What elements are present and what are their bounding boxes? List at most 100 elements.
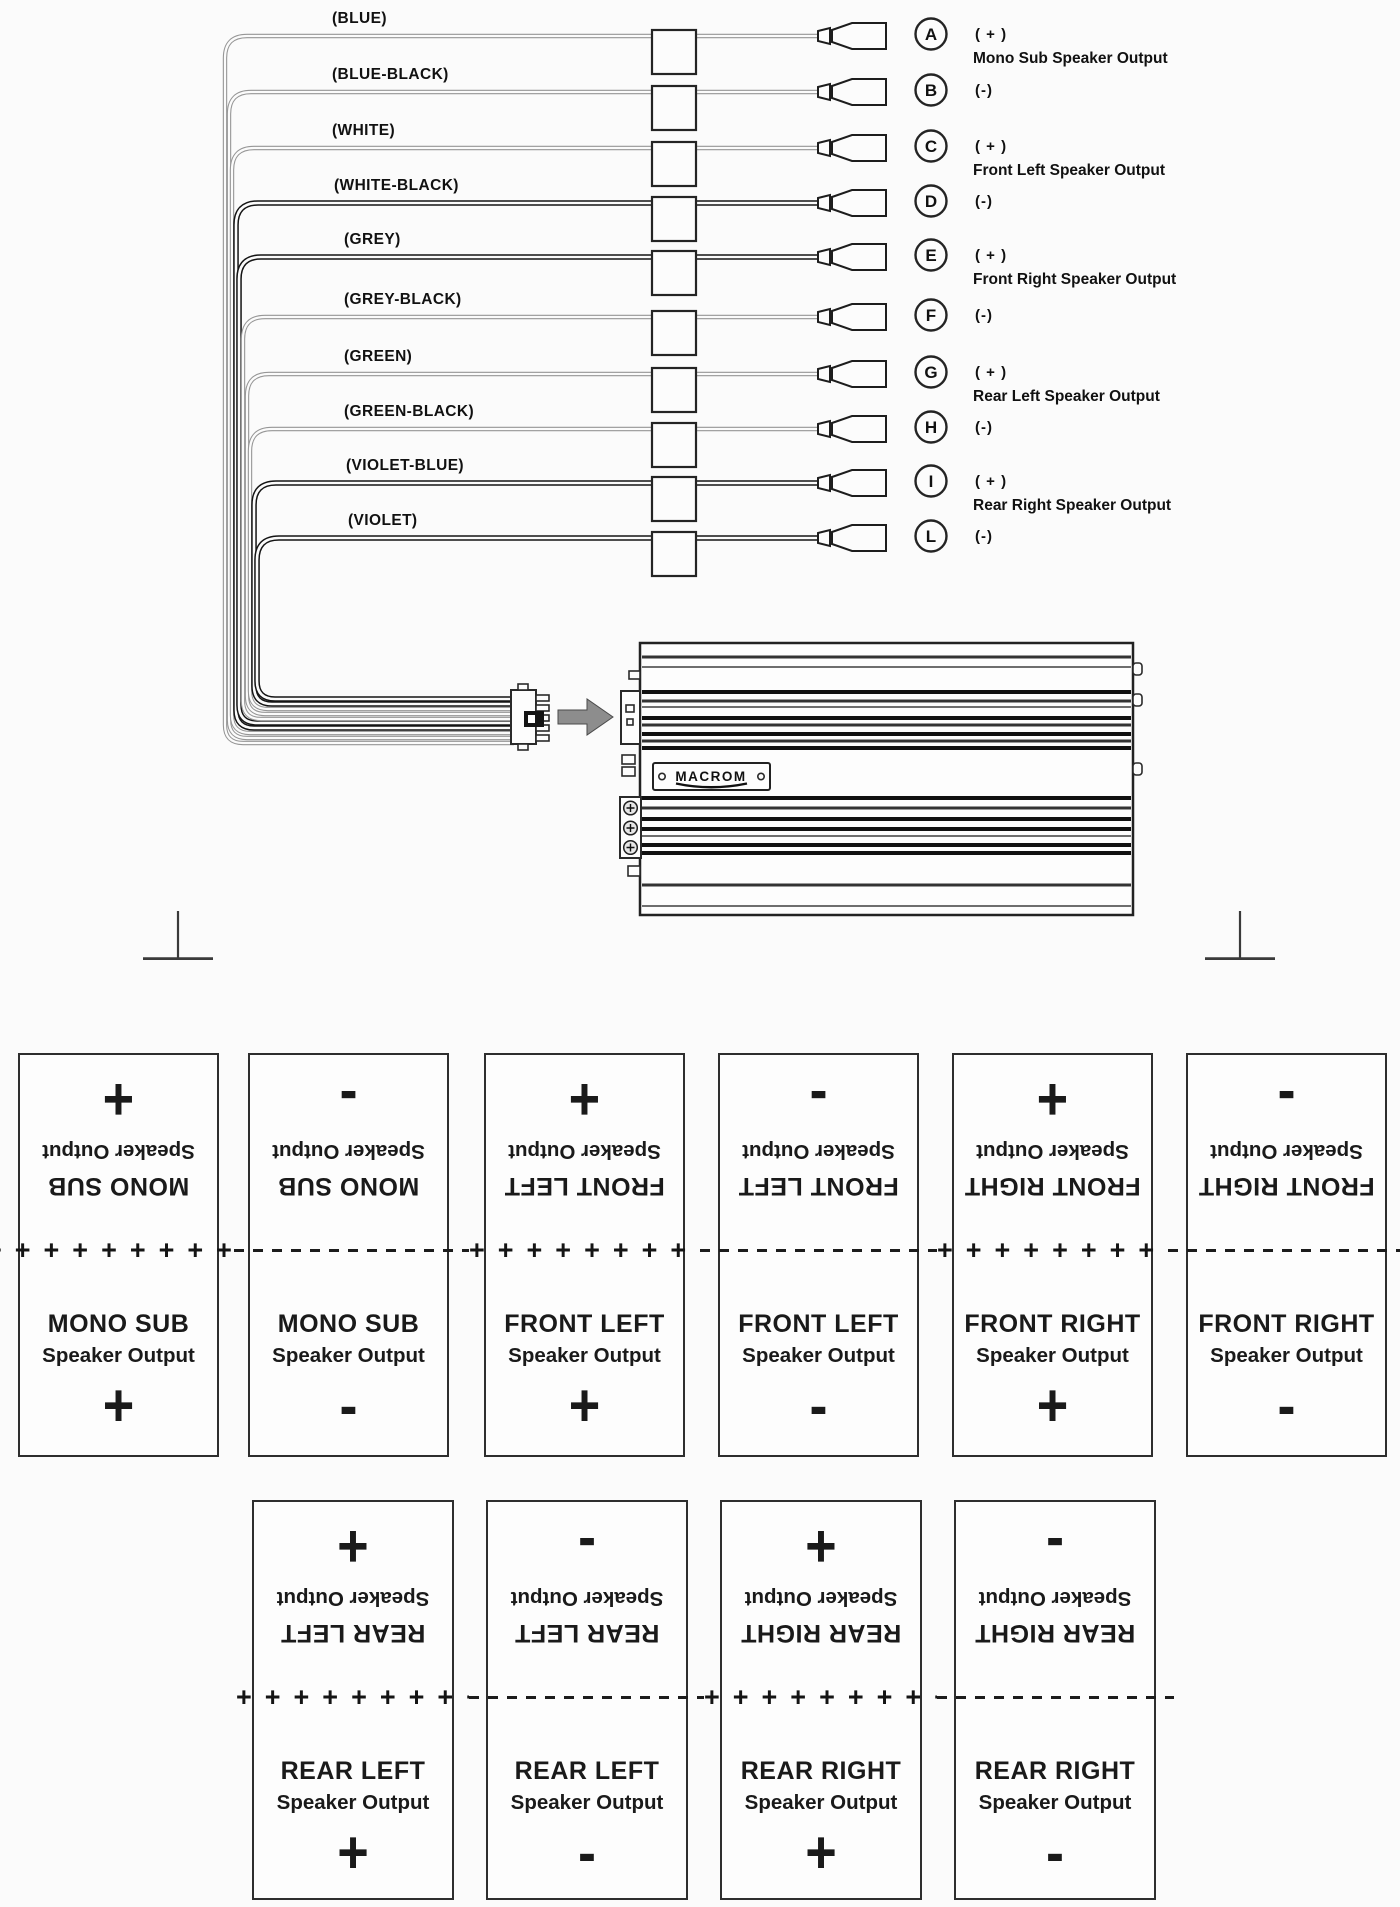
channel-name: REAR RIGHT <box>974 1757 1136 1785</box>
channel-subtitle: Speaker Output <box>976 1344 1129 1367</box>
ferrite-beads <box>650 28 698 578</box>
channel-subtitle: Speaker Output <box>42 1140 195 1163</box>
channel-subtitle: Speaker Output <box>742 1344 895 1367</box>
fold-line-dash <box>937 1696 1174 1699</box>
polarity-symbol: + <box>568 1372 601 1440</box>
label-half-upright: REAR LEFT Speaker Output + <box>254 1699 452 1898</box>
fold-line-plus: ++++++++++++ <box>937 1235 1168 1265</box>
channel-subtitle: Speaker Output <box>508 1140 661 1163</box>
polarity-symbol: - <box>809 1372 828 1440</box>
channel-name: FRONT LEFT <box>504 1172 665 1200</box>
channel-name: REAR RIGHT <box>974 1619 1136 1647</box>
label-half-upright: REAR LEFT Speaker Output - <box>488 1699 686 1898</box>
wire-label: (GREEN-BLACK) <box>344 403 474 420</box>
fold-line-plus: ++++++++++++ <box>236 1682 469 1712</box>
wiring-diagram-svg: A B C D E F G H I L (BLUE) (BLUE-BLACK) … <box>143 10 1275 960</box>
channel-name: REAR RIGHT <box>740 1619 902 1647</box>
output-label: Rear Right Speaker Output <box>973 497 1171 514</box>
label-half-flipped: FRONT RIGHT Speaker Output - <box>1188 1055 1385 1252</box>
polarity-symbol: + <box>337 1819 369 1887</box>
channel-name: REAR LEFT <box>514 1619 660 1647</box>
speaker-label-card: REAR LEFT Speaker Output - REAR LEFT Spe… <box>486 1500 688 1900</box>
channel-name: MONO SUB <box>277 1172 420 1200</box>
channel-name: MONO SUB <box>277 1310 420 1338</box>
speaker-label-card: REAR LEFT Speaker Output + REAR LEFT Spe… <box>252 1500 454 1900</box>
fold-line-plus: ++++++++++++ <box>0 1235 234 1265</box>
channel-name: FRONT RIGHT <box>964 1310 1141 1338</box>
output-label: Front Left Speaker Output <box>973 162 1165 179</box>
channel-subtitle: Speaker Output <box>744 1791 898 1814</box>
polarity-symbol: + <box>805 1819 837 1887</box>
terminal-letter: E <box>925 246 936 265</box>
wire-row-blue <box>222 33 820 746</box>
speaker-label-card: FRONT RIGHT Speaker Output + FRONT RIGHT… <box>952 1053 1153 1457</box>
wire-label: (GREEN) <box>344 348 412 365</box>
wire-row-blue-black <box>226 89 820 741</box>
amp-side-terminals <box>619 662 1143 877</box>
polarity-symbol: - <box>809 1065 828 1133</box>
polarity-label: (-) <box>975 419 993 436</box>
amp-brand-label: MACROM <box>675 769 746 784</box>
terminal-letter: G <box>924 363 937 382</box>
fold-line-plus: ++++++++++++ <box>469 1235 700 1265</box>
channel-name: REAR LEFT <box>280 1619 426 1647</box>
speaker-label-card: FRONT LEFT Speaker Output + FRONT LEFT S… <box>484 1053 685 1457</box>
amplifier-illustration: MACROM <box>619 641 1143 917</box>
terminal-letter: H <box>925 418 937 437</box>
label-half-flipped: FRONT LEFT Speaker Output - <box>720 1055 917 1252</box>
screw-terminal-icon <box>622 839 639 856</box>
channel-subtitle: Speaker Output <box>742 1140 895 1163</box>
channel-subtitle: Speaker Output <box>1210 1140 1363 1163</box>
polarity-label: ( + ) <box>975 364 1007 381</box>
spade-connectors <box>817 22 887 552</box>
polarity-symbol: + <box>568 1065 601 1133</box>
channel-subtitle: Speaker Output <box>744 1587 898 1610</box>
channel-name: REAR RIGHT <box>740 1757 902 1785</box>
terminal-letter: C <box>925 137 937 156</box>
label-half-upright: FRONT RIGHT Speaker Output + <box>954 1252 1151 1455</box>
polarity-symbol: - <box>339 1065 358 1133</box>
fold-line-dash <box>469 1696 704 1699</box>
polarity-symbol: - <box>1046 1512 1064 1580</box>
terminal-letter: F <box>926 306 936 325</box>
channel-subtitle: Speaker Output <box>276 1791 430 1814</box>
channel-name: FRONT LEFT <box>738 1310 899 1338</box>
wire-labels: (BLUE) (BLUE-BLACK) (WHITE) (WHITE-BLACK… <box>332 10 474 529</box>
polarity-symbol: + <box>337 1512 369 1580</box>
amp-heatsink-fins <box>642 655 1131 907</box>
fold-line-dash <box>1168 1249 1400 1252</box>
channel-subtitle: Speaker Output <box>272 1344 425 1367</box>
speaker-label-card: MONO SUB Speaker Output - MONO SUB Speak… <box>248 1053 449 1457</box>
channel-subtitle: Speaker Output <box>1210 1344 1363 1367</box>
polarity-symbol: + <box>1036 1372 1069 1440</box>
fold-line-dash <box>700 1249 937 1252</box>
label-half-flipped: REAR LEFT Speaker Output + <box>254 1502 452 1699</box>
polarity-label: ( + ) <box>975 138 1007 155</box>
speaker-label-card: FRONT RIGHT Speaker Output - FRONT RIGHT… <box>1186 1053 1387 1457</box>
wire-row-violet-blue <box>251 480 820 707</box>
label-half-upright: FRONT LEFT Speaker Output + <box>486 1252 683 1455</box>
channel-name: FRONT RIGHT <box>964 1172 1141 1200</box>
label-half-flipped: FRONT RIGHT Speaker Output + <box>954 1055 1151 1252</box>
label-half-upright: MONO SUB Speaker Output + <box>20 1252 217 1455</box>
polarity-symbol: - <box>578 1819 596 1887</box>
output-label: Mono Sub Speaker Output <box>973 50 1168 67</box>
label-half-upright: MONO SUB Speaker Output - <box>250 1252 447 1455</box>
wire-label: (BLUE) <box>332 10 387 27</box>
wire-label: (VIOLET) <box>348 512 418 529</box>
label-half-flipped: REAR LEFT Speaker Output - <box>488 1502 686 1699</box>
polarity-symbol: - <box>1277 1372 1296 1440</box>
polarity-symbol: + <box>102 1372 135 1440</box>
fold-line-plus: ++++++++++++ <box>704 1682 937 1712</box>
channel-name: FRONT LEFT <box>738 1172 899 1200</box>
channel-subtitle: Speaker Output <box>510 1791 664 1814</box>
polarity-symbol: + <box>805 1512 837 1580</box>
channel-subtitle: Speaker Output <box>978 1791 1132 1814</box>
polarity-symbol: + <box>102 1065 135 1133</box>
wire-label: (GREY) <box>344 231 401 248</box>
label-half-flipped: FRONT LEFT Speaker Output + <box>486 1055 683 1252</box>
terminal-letter: I <box>929 472 934 491</box>
speaker-label-card: MONO SUB Speaker Output + MONO SUB Speak… <box>18 1053 219 1457</box>
output-label: Front Right Speaker Output <box>973 271 1176 288</box>
